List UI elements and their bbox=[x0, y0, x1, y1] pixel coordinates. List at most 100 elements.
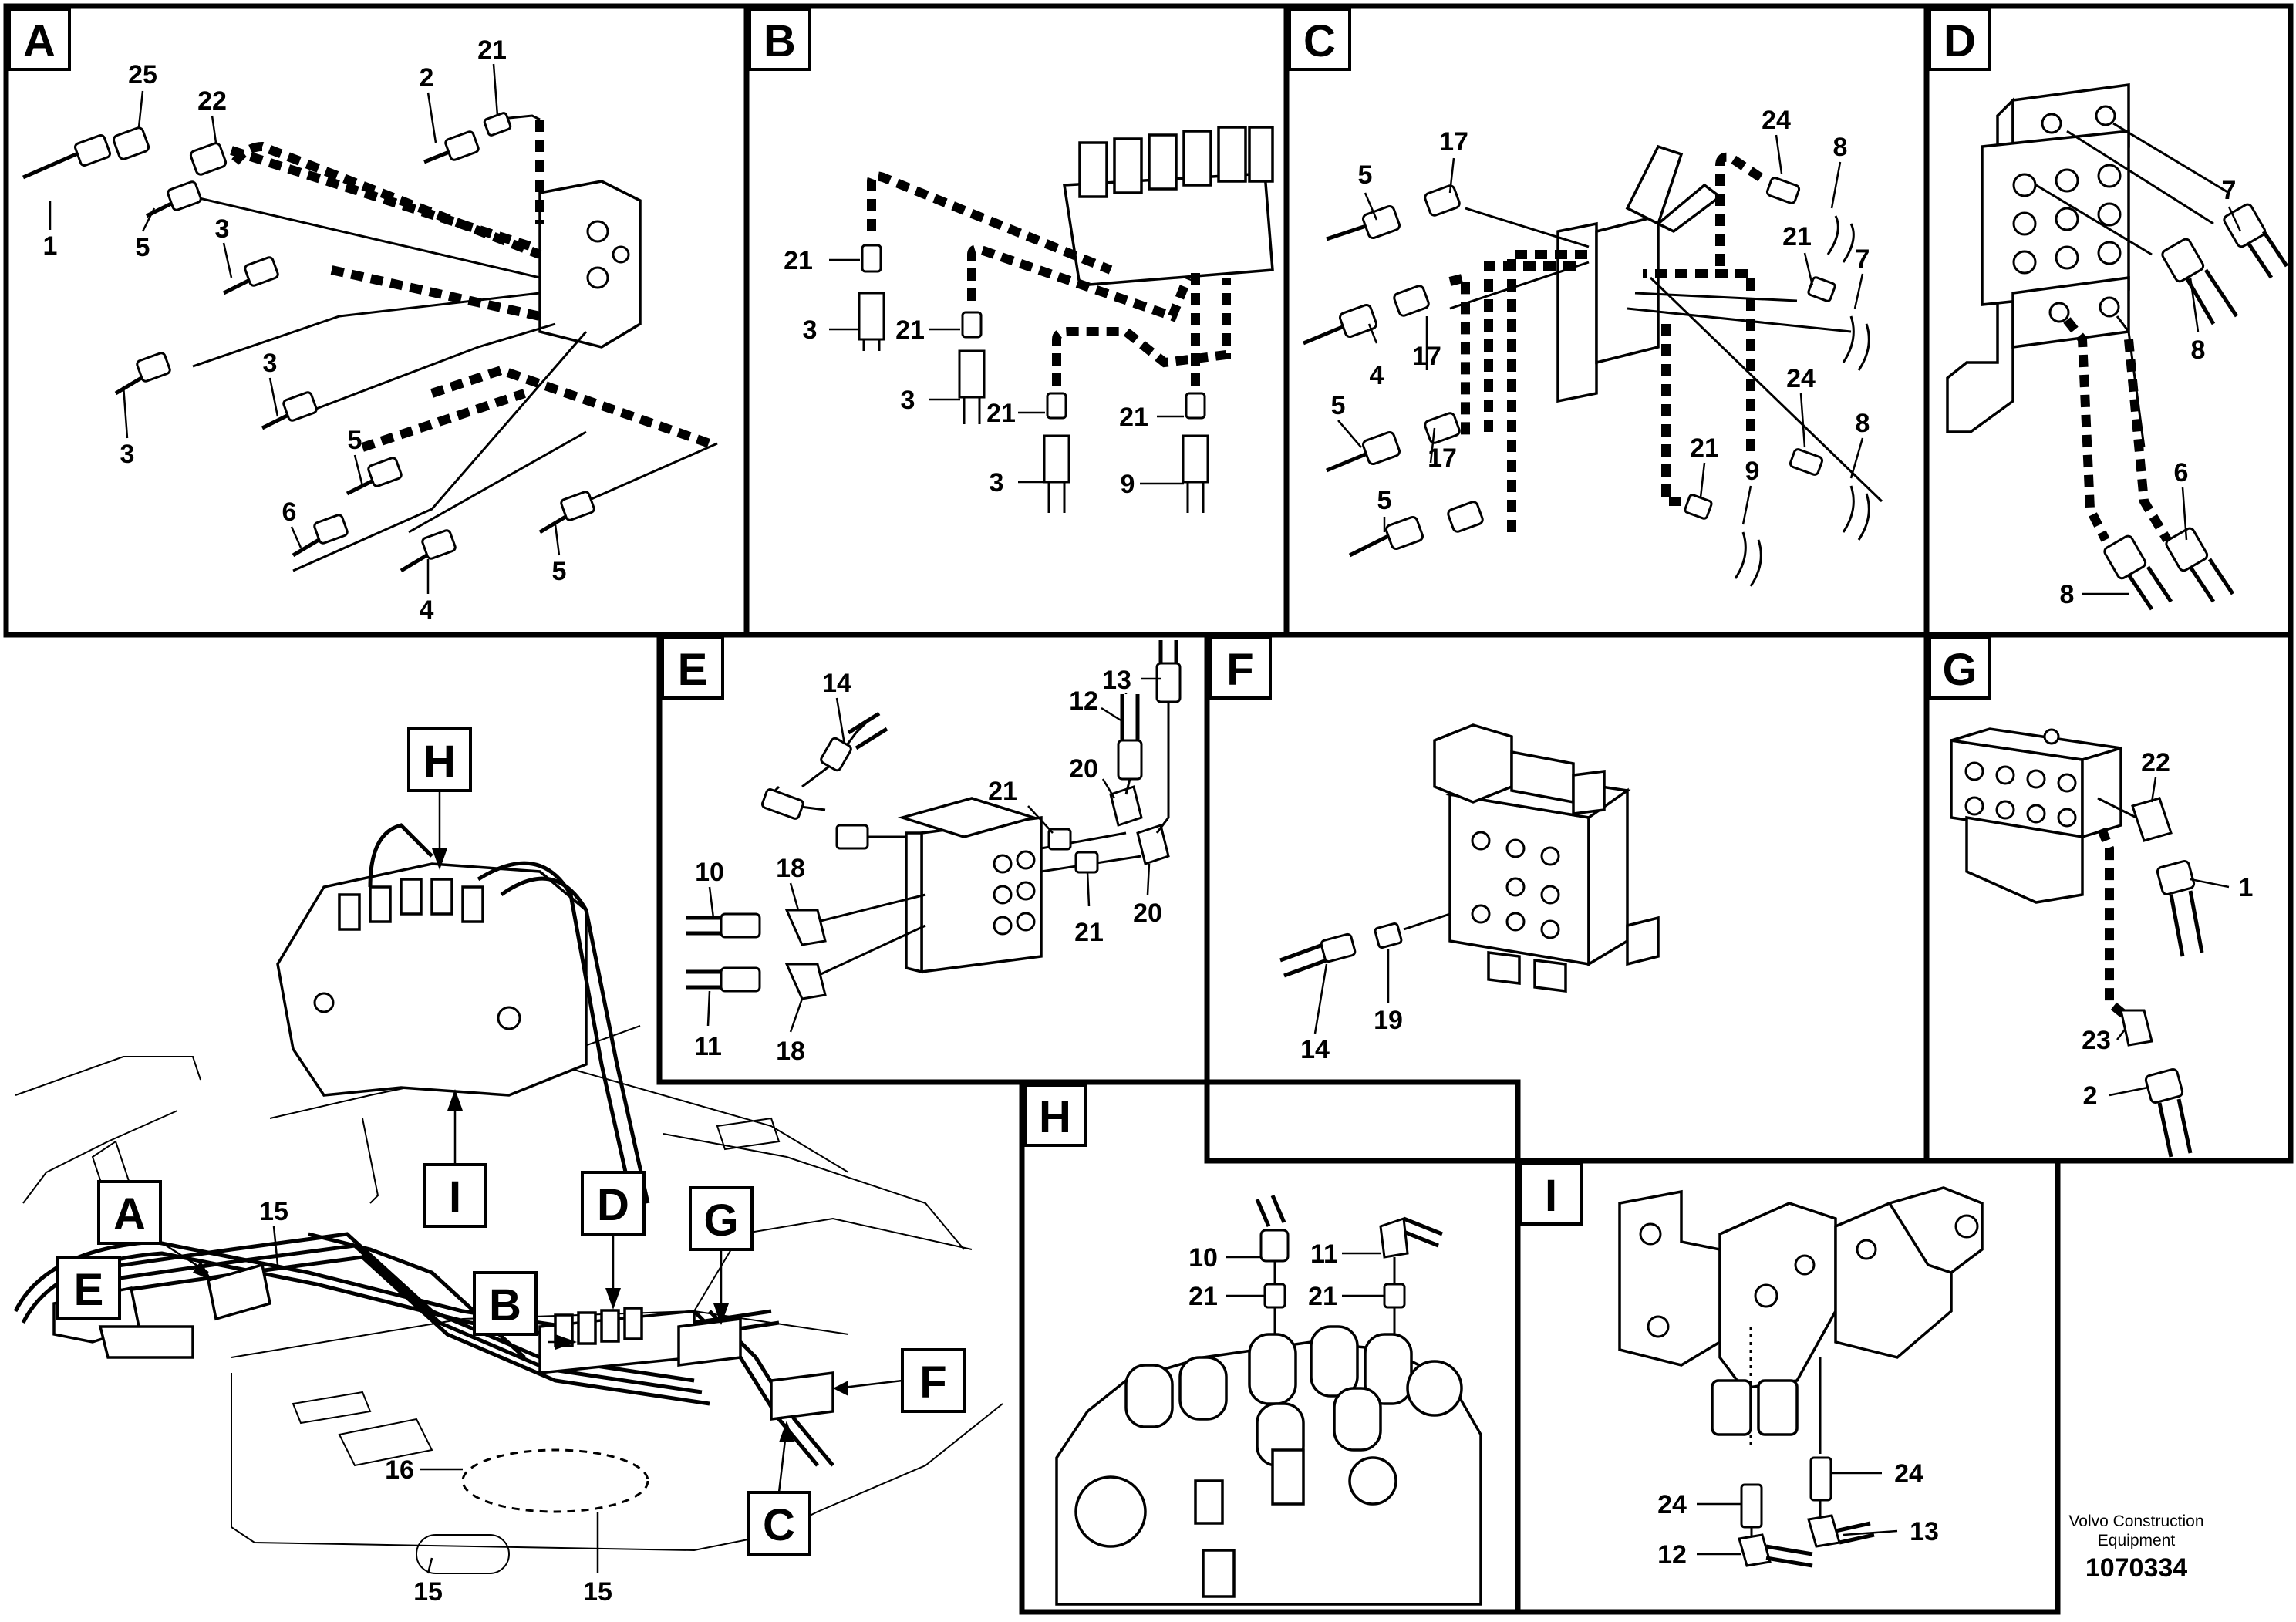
panel-label-a: A bbox=[23, 16, 56, 66]
solenoid bbox=[1078, 141, 1108, 198]
bracket bbox=[1965, 815, 2084, 904]
tube bbox=[1734, 531, 1762, 587]
leader-line bbox=[1448, 157, 1455, 194]
fitting bbox=[136, 352, 171, 383]
callout-number: 6 bbox=[282, 497, 297, 527]
chassis-line bbox=[15, 1056, 201, 1096]
tube bbox=[1186, 482, 1205, 513]
callout-number: 14 bbox=[822, 669, 851, 698]
oval-cutout bbox=[416, 1534, 510, 1574]
valve-cap bbox=[1178, 1356, 1228, 1421]
pointer-letter-b: B bbox=[489, 1280, 521, 1330]
solenoid-cap bbox=[1572, 770, 1606, 815]
leader-line bbox=[1830, 161, 1842, 209]
port bbox=[1471, 831, 1491, 851]
elbow-fitting bbox=[2119, 1009, 2153, 1047]
panel-c-callouts: 5 17 24 8 21 7 4 17 5 5 17 24 8 21 9 bbox=[1331, 106, 1870, 515]
leader-line bbox=[1146, 863, 1151, 895]
tube-dashed bbox=[1507, 250, 1589, 532]
panel-h-callouts: 10 11 21 21 bbox=[1188, 1239, 1338, 1311]
tube bbox=[1124, 778, 1131, 795]
port bbox=[1964, 761, 1984, 781]
chassis-line bbox=[693, 1217, 973, 1312]
callout-number: 6 bbox=[2174, 458, 2189, 487]
tube bbox=[292, 331, 588, 572]
fitting bbox=[1320, 932, 1357, 963]
hose bbox=[686, 969, 721, 990]
callout-number: 21 bbox=[1074, 918, 1104, 947]
tube bbox=[585, 442, 718, 503]
tube-dashed bbox=[2063, 317, 2110, 542]
tube bbox=[817, 893, 926, 923]
hose-group-outline bbox=[461, 1448, 649, 1513]
port bbox=[1540, 919, 1560, 939]
port bbox=[993, 916, 1013, 936]
chassis-line bbox=[663, 1133, 965, 1250]
tube-dashed bbox=[330, 265, 541, 321]
port bbox=[1995, 800, 2015, 820]
overview-pointer-labels: H I A E D G B F C bbox=[56, 727, 966, 1556]
brand-line-2: Equipment bbox=[2097, 1532, 2176, 1549]
valve-spool bbox=[1202, 1549, 1236, 1598]
leader-line bbox=[789, 998, 804, 1033]
solenoid bbox=[1148, 133, 1178, 191]
valve-cap bbox=[338, 893, 361, 931]
fitting bbox=[2103, 534, 2147, 580]
hose bbox=[1835, 1521, 1875, 1545]
callout-number: 21 bbox=[1188, 1282, 1218, 1311]
panel-b-drawing bbox=[829, 126, 1274, 513]
callout-number: 10 bbox=[1188, 1243, 1218, 1273]
callout-number: 5 bbox=[1358, 160, 1373, 190]
fitting bbox=[1043, 434, 1070, 484]
leader-line bbox=[2189, 277, 2200, 332]
callout-number: 7 bbox=[2222, 176, 2237, 205]
tube-dashed bbox=[1715, 152, 1769, 266]
fitting bbox=[421, 529, 457, 560]
valve-block-side bbox=[905, 831, 923, 974]
port bbox=[1505, 877, 1526, 897]
callout-number: 14 bbox=[1300, 1035, 1330, 1064]
fitting bbox=[835, 824, 869, 850]
callout-number: 19 bbox=[1374, 1006, 1403, 1035]
solenoid bbox=[1248, 126, 1274, 183]
bracket bbox=[98, 1325, 194, 1359]
fitting bbox=[73, 133, 112, 167]
callout-number: 5 bbox=[1331, 391, 1346, 420]
tube-dashed bbox=[231, 141, 542, 259]
hose bbox=[2246, 230, 2289, 279]
tube-dashed bbox=[1643, 269, 1755, 451]
elbow-fitting bbox=[2131, 797, 2173, 842]
port bbox=[1016, 912, 1036, 932]
panel-label-box-i bbox=[1519, 1162, 1583, 1226]
tube bbox=[1826, 215, 1855, 263]
panel-g-drawing bbox=[1950, 727, 2230, 1158]
hose bbox=[686, 916, 721, 936]
panel-label-box-b bbox=[748, 8, 811, 71]
fitting bbox=[958, 349, 986, 399]
valve-spool bbox=[1533, 959, 1567, 993]
tube bbox=[1403, 912, 1451, 931]
leader-line bbox=[1849, 437, 1864, 479]
valve-block-side bbox=[2081, 746, 2122, 839]
callout-number: 12 bbox=[1069, 686, 1098, 716]
solenoid bbox=[1113, 137, 1143, 194]
port bbox=[1540, 846, 1560, 866]
fitting bbox=[1182, 434, 1209, 484]
valve-cap bbox=[369, 885, 392, 923]
panel-frame-g bbox=[1923, 632, 2294, 1164]
valve-cap bbox=[1364, 1333, 1413, 1405]
panel-label-g: G bbox=[1942, 645, 1977, 695]
pointer-arrowhead bbox=[447, 1089, 463, 1111]
port bbox=[1794, 1254, 1816, 1276]
leader-line bbox=[2150, 777, 2157, 803]
leader-line bbox=[268, 377, 279, 417]
panel-label-d: D bbox=[1944, 16, 1976, 66]
callout-number: 24 bbox=[1894, 1459, 1923, 1489]
fitting bbox=[1185, 392, 1206, 420]
panel-e-callouts: 14 13 12 20 21 10 18 21 20 11 18 bbox=[694, 666, 1162, 1066]
port bbox=[2097, 241, 2122, 265]
panel-h-drawing bbox=[1055, 1195, 1482, 1606]
hose bbox=[1303, 322, 1350, 346]
solenoid bbox=[600, 1309, 620, 1343]
callout-number: 24 bbox=[1657, 1490, 1687, 1519]
